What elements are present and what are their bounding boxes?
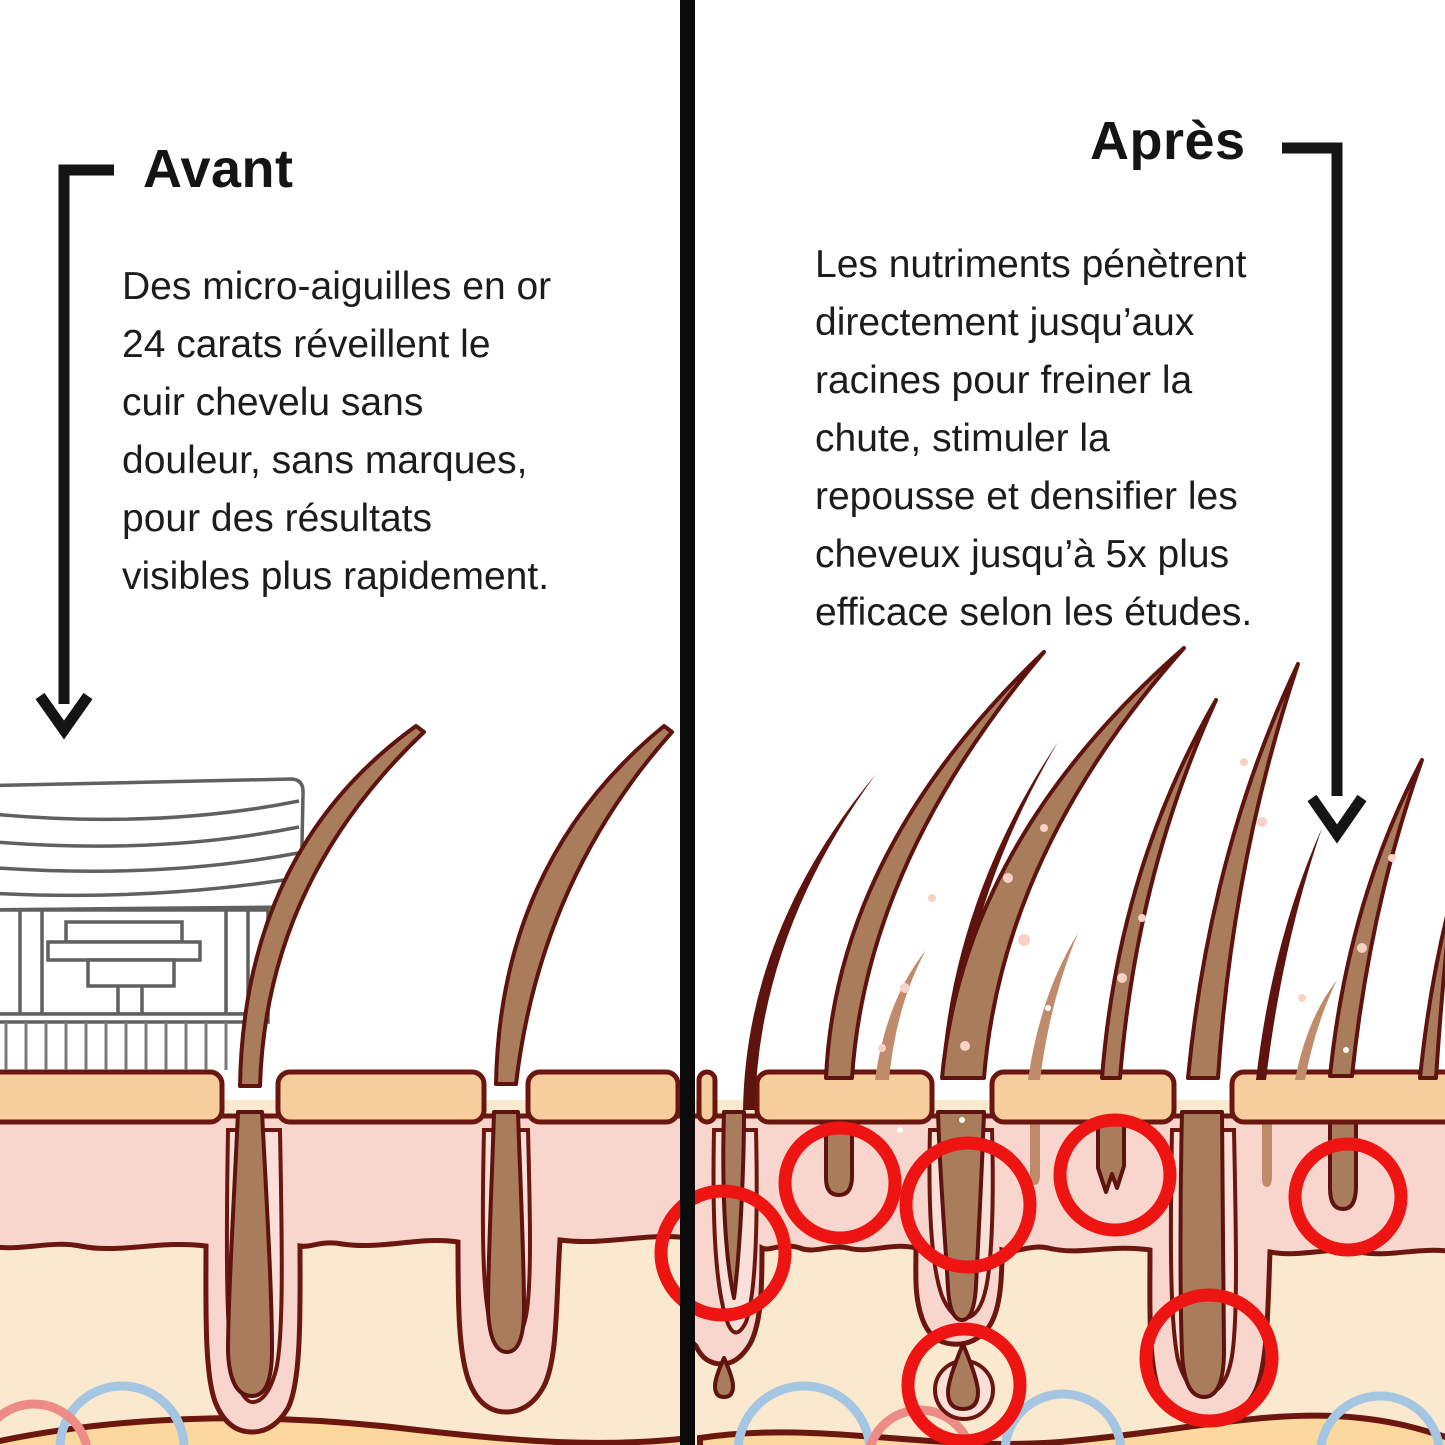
hair-root [226,1110,274,1398]
thick-hairs [824,646,1445,1080]
apres-description: Les nutriments pénètrent directement jus… [815,236,1395,642]
text-line: douleur, sans marques, [122,439,528,482]
avant-description: Des micro-aiguilles en or 24 carats réve… [122,258,642,606]
apres-title: Après [1090,111,1246,171]
hair-fragment [713,1356,735,1399]
nutrient-dots [878,758,1396,1052]
blue-vessel [733,1381,875,1445]
text-line: directement jusqu’aux [815,301,1195,344]
text-line: efficace selon les études. [815,591,1253,634]
red-vessel [0,1399,91,1445]
text-line: pour des résultats [122,497,433,540]
text-line: chute, stimuler la [815,417,1110,460]
blue-vessel [55,1381,189,1445]
hair [238,724,426,1088]
hairs-after [743,646,1445,1133]
highlight-circle-icon [1139,1288,1279,1428]
highlight-circle-icon [1288,1137,1408,1257]
highlight-circle-icon [778,1121,902,1245]
text-line: racines pour freiner la [815,359,1193,402]
nutrient-dots-white [897,1005,1349,1133]
blue-vessel [1000,1389,1126,1445]
highlight-circle-icon [899,1136,1037,1274]
hair-root [1178,1110,1226,1399]
hair-root [486,1110,526,1354]
text-line: repousse et densifier les [815,475,1238,518]
panel-divider [680,0,695,1445]
highlight-circle-icon [1053,1113,1177,1237]
text-line: cheveux jusqu’à 5x plus [815,533,1230,576]
avant-title: Avant [143,139,294,199]
hairs-before [238,724,674,1088]
highlight-circle-icon [901,1322,1027,1445]
highlight-circles [654,1113,1408,1445]
epidermis-layer [0,1069,1445,1125]
hair [494,724,674,1086]
text-line: cuir chevelu sans [122,381,424,424]
highlight-circle-icon [654,1184,792,1322]
text-line: 24 carats réveillent le [122,323,491,366]
new-hair-growth [946,1342,980,1411]
text-line: Les nutriments pénètrent [815,243,1247,286]
hair-root [721,1110,746,1300]
fine-light-hairs [875,933,1337,1080]
text-line: visibles plus rapidement. [122,555,550,598]
micro-needles [4,1022,248,1070]
blue-vessel [1316,1391,1444,1445]
apres-arrow [1282,142,1367,844]
text-line: Des micro-aiguilles en or [122,265,552,308]
avant-arrow [35,164,114,740]
